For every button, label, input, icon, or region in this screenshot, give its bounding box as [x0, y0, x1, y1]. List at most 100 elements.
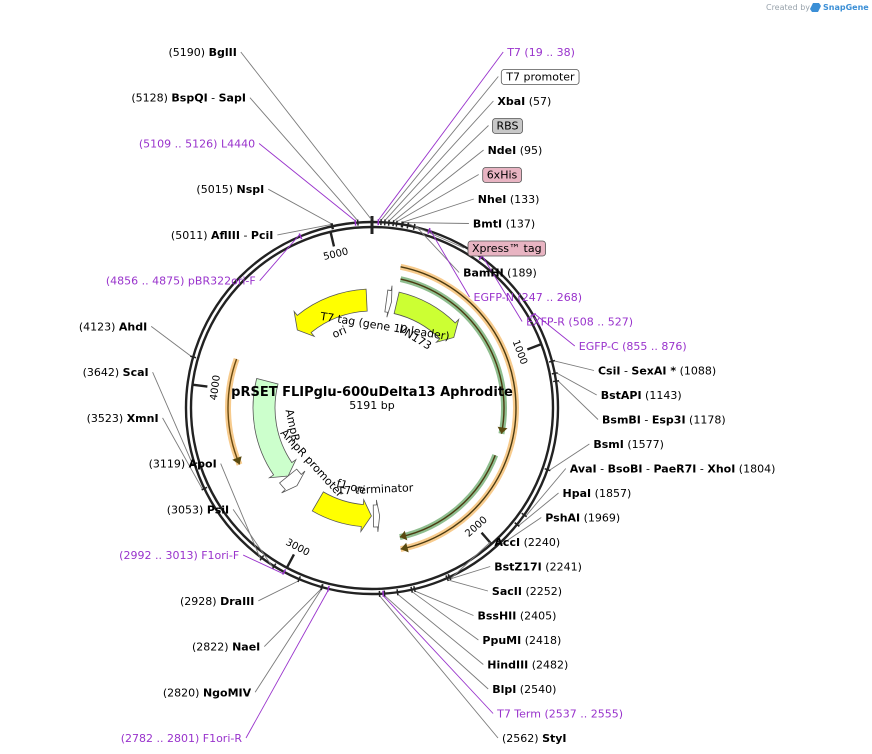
- site-marker: [413, 585, 416, 593]
- site-label[interactable]: RBS: [492, 118, 523, 134]
- leader-line: [397, 593, 484, 665]
- site-label[interactable]: (5015) NspI: [196, 183, 264, 196]
- orf-arc: [400, 266, 517, 550]
- site-label[interactable]: NheI (133): [478, 193, 540, 206]
- leader-line: [259, 234, 301, 281]
- site-marker: [445, 575, 450, 582]
- position-text: -: [240, 229, 251, 242]
- site-label[interactable]: EGFP-N (247 .. 268): [474, 291, 582, 304]
- site-label-text: (3523) XmnI: [87, 412, 159, 425]
- site-label[interactable]: BamHI (189): [463, 267, 537, 280]
- leader-line: [380, 76, 499, 221]
- site-label[interactable]: 6xHis: [482, 167, 522, 183]
- site-label[interactable]: BsmI (1577): [593, 438, 664, 451]
- site-label[interactable]: BlpI (2540): [492, 683, 556, 696]
- position-text: (2562): [502, 732, 542, 745]
- site-label[interactable]: (4123) AhdI: [79, 320, 147, 333]
- feature-arrow[interactable]: [393, 291, 460, 344]
- enzyme-name: BstAPI: [601, 389, 642, 402]
- position-text: -: [641, 414, 652, 427]
- feature-arrow[interactable]: [252, 378, 297, 479]
- primer-text: (508 .. 527): [565, 316, 633, 329]
- enzyme-name: BlpI: [492, 683, 516, 696]
- site-label[interactable]: (5109 .. 5126) L4440: [139, 137, 255, 150]
- site-label[interactable]: PshAI (1969): [545, 512, 620, 525]
- site-label[interactable]: (2822) NaeI: [192, 641, 260, 654]
- enzyme-name: AccI: [494, 536, 520, 549]
- site-label[interactable]: (5190) BglII: [169, 46, 237, 59]
- site-label[interactable]: EXFP-R (508 .. 527): [526, 316, 633, 329]
- feature-arrow[interactable]: [384, 285, 393, 318]
- site-label[interactable]: T7 promoter: [500, 69, 580, 85]
- site-label-text: PpuMI (2418): [482, 634, 561, 647]
- site-label-text: BssHII (2405): [478, 610, 557, 623]
- site-label[interactable]: (2928) DraIII: [180, 595, 254, 608]
- site-label-text: BlpI (2540): [492, 683, 556, 696]
- site-label[interactable]: BssHII (2405): [478, 610, 557, 623]
- site-label[interactable]: (2782 .. 2801) F1ori-R: [121, 732, 243, 745]
- site-label[interactable]: (2820) NgoMIV: [163, 686, 252, 699]
- enzyme-name: NheI: [478, 193, 507, 206]
- position-text: (1088): [676, 365, 716, 378]
- leader-line: [379, 595, 499, 739]
- position-text: (2405): [516, 610, 556, 623]
- orf-arrowhead-icon: [232, 456, 242, 465]
- site-label[interactable]: HindIII (2482): [487, 659, 568, 672]
- position-text: (2928): [180, 595, 220, 608]
- enzyme-name: PshAI: [545, 512, 580, 525]
- enzyme-name: SacII: [492, 585, 522, 598]
- leader-line: [150, 326, 192, 357]
- credit-brand: SnapGene: [823, 3, 869, 12]
- position-text: (133): [506, 193, 539, 206]
- feature-arrow[interactable]: [372, 499, 381, 532]
- site-label[interactable]: PpuMI (2418): [482, 634, 561, 647]
- site-label[interactable]: BstZ17I (2241): [494, 561, 582, 574]
- primer-text: EGFP-C: [579, 340, 619, 353]
- site-label[interactable]: T7 (19 .. 38): [506, 46, 575, 59]
- site-label[interactable]: (3523) XmnI: [87, 412, 159, 425]
- feature-arrow[interactable]: [279, 468, 306, 494]
- site-label[interactable]: T7 Term (2537 .. 2555): [496, 708, 623, 721]
- leader-line: [232, 509, 274, 569]
- position-text: -: [643, 463, 654, 476]
- leader-line: [388, 125, 489, 222]
- site-label[interactable]: (3119) ApoI: [149, 458, 217, 471]
- site-label[interactable]: SacII (2252): [492, 585, 562, 598]
- site-label[interactable]: Xpress™ tag: [467, 240, 546, 257]
- tick-label: 4000: [209, 374, 223, 401]
- leader-line: [220, 463, 262, 560]
- enzyme-name: BsmI: [593, 438, 624, 451]
- site-label[interactable]: NdeI (95): [488, 144, 543, 157]
- site-label[interactable]: EGFP-C (855 .. 876): [579, 340, 687, 353]
- leader-line: [258, 143, 356, 222]
- site-label[interactable]: HpaI (1857): [563, 487, 632, 500]
- site-label[interactable]: BstAPI (1143): [601, 389, 682, 402]
- position-text: (1577): [624, 438, 664, 451]
- feature-arrow[interactable]: [293, 288, 368, 338]
- feature-arrow[interactable]: [311, 491, 372, 533]
- site-label[interactable]: (2992 .. 3013) F1ori-F: [119, 549, 239, 562]
- site-label[interactable]: CsiI - SexAI * (1088): [598, 365, 716, 378]
- site-label-text: HpaI (1857): [563, 487, 632, 500]
- site-label[interactable]: (3053) PsiI: [167, 503, 229, 516]
- site-marker: [551, 372, 558, 375]
- credit-line: Created by SnapGene: [766, 3, 869, 12]
- position-text: -: [208, 92, 219, 105]
- site-label[interactable]: (3642) ScaI: [83, 366, 149, 379]
- site-label[interactable]: BsmBI - Esp3I (1178): [602, 414, 726, 427]
- enzyme-name: BglII: [209, 46, 237, 59]
- site-label[interactable]: (5011) AflIII - PciI: [171, 229, 273, 242]
- site-label[interactable]: (2562) StyI: [502, 732, 567, 745]
- position-text: (2240): [520, 536, 560, 549]
- site-label-text: CsiI - SexAI * (1088): [598, 365, 716, 378]
- leader-line: [249, 97, 359, 221]
- site-label[interactable]: AccI (2240): [494, 536, 560, 549]
- site-label[interactable]: (4856 .. 4875) pBR322ori-F: [106, 275, 256, 288]
- enzyme-name: CsiI: [598, 365, 620, 378]
- site-label[interactable]: BmtI (137): [473, 218, 535, 231]
- site-label[interactable]: XbaI (57): [497, 95, 551, 108]
- primer-text: (2537 .. 2555): [541, 708, 623, 721]
- site-label[interactable]: (5128) BspQI - SapI: [131, 92, 246, 105]
- site-label[interactable]: AvaI - BsoBI - PaeR7I - XhoI (1804): [570, 463, 776, 476]
